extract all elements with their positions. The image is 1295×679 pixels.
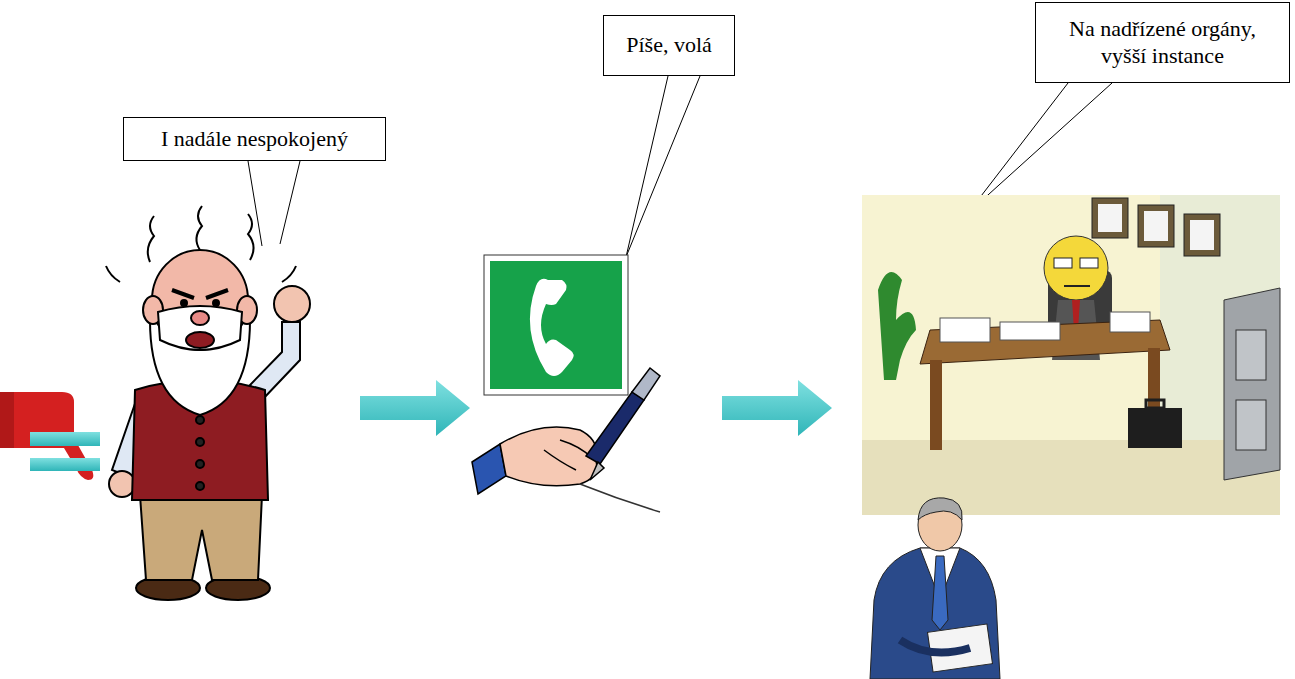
businessman-figure-part — [918, 498, 962, 520]
angry-man-figure-part — [140, 495, 262, 580]
angry-man-figure-part — [248, 214, 254, 260]
callout-box: I nadále nespokojený — [123, 117, 386, 161]
equals-sign-part — [30, 432, 100, 446]
office-scene-part — [1080, 258, 1098, 268]
angry-man-figure-part — [213, 300, 219, 306]
angry-man-figure-part — [196, 482, 204, 490]
flow-arrow-part — [360, 380, 470, 436]
office-scene-part — [1128, 408, 1182, 448]
callout-pointer-part — [626, 76, 668, 257]
flow-arrow — [722, 380, 832, 436]
angry-man-figure-part — [148, 216, 154, 262]
callout-pointer-part — [968, 83, 1068, 213]
angry-man-figure-part — [196, 416, 204, 424]
businessman-figure-part — [932, 556, 948, 630]
office-scene-part — [1044, 236, 1108, 300]
office-scene-part — [1190, 220, 1214, 250]
angry-man-figure-part — [196, 206, 202, 250]
office-scene-part — [1146, 400, 1164, 408]
angry-man-figure-part — [191, 311, 209, 325]
angry-man-figure-part — [152, 250, 248, 350]
angry-man-figure-part — [274, 286, 310, 322]
office-scene-part — [862, 195, 1280, 515]
office-scene-part — [1064, 285, 1090, 287]
callout-pointer-part — [280, 161, 300, 244]
callout-pointer-part — [626, 76, 700, 257]
angry-man-figure-part — [109, 471, 135, 497]
writing-hand-icon-part — [544, 450, 576, 470]
angry-man-figure-part — [186, 332, 214, 348]
office-scene-part — [1054, 258, 1072, 268]
angry-man-figure-part — [196, 438, 204, 446]
writing-hand-icon-part — [632, 368, 660, 400]
callout-text: Na nadřízené orgány, vyšší instance — [1046, 16, 1279, 69]
flow-arrow-part — [722, 380, 832, 436]
office-scene-part — [1236, 400, 1266, 450]
office-scene-part — [1000, 322, 1060, 340]
angry-man-figure-part — [181, 300, 187, 306]
phone-sign-icon-part — [484, 255, 628, 395]
equals-sign — [30, 432, 100, 471]
phone-sign-icon-part — [490, 261, 622, 389]
office-scene-part — [930, 360, 942, 450]
businessman-figure-part — [870, 548, 1000, 679]
office-scene-part — [1144, 211, 1168, 241]
businessman-figure-part — [900, 640, 970, 653]
writing-hand-icon — [472, 368, 660, 512]
phone-sign-icon-part — [530, 279, 574, 376]
angry-man-figure-part — [158, 306, 242, 350]
angry-man-figure-part — [196, 460, 204, 468]
angry-man-figure-part — [106, 266, 120, 282]
flow-arrow — [360, 380, 470, 436]
office-scene-part — [1092, 198, 1128, 238]
office-scene-part — [1110, 312, 1150, 332]
angry-man-figure-part — [172, 290, 228, 298]
office-scene-part — [1236, 330, 1266, 380]
office-scene-part — [1138, 205, 1174, 247]
writing-hand-icon-part — [586, 392, 644, 464]
office-scene-part — [1224, 288, 1280, 480]
writing-hand-icon-part — [580, 484, 660, 512]
office-scene-part — [1098, 204, 1122, 232]
office-scene-part — [878, 272, 916, 380]
thumbs-down-icon-part — [0, 392, 14, 448]
callout-box: Na nadřízené orgány, vyšší instance — [1035, 2, 1290, 83]
office-scene-part — [1184, 214, 1220, 256]
callout-text: I nadále nespokojený — [161, 126, 348, 152]
office-scene — [862, 195, 1280, 515]
callout-text: Píše, volá — [626, 32, 712, 58]
writing-hand-icon-part — [500, 427, 597, 486]
phone-sign-icon — [484, 255, 628, 395]
businessman-figure — [870, 498, 1000, 679]
angry-man-figure — [106, 206, 310, 600]
callout-pointer-part — [248, 161, 262, 246]
angry-man-figure-part — [282, 266, 296, 282]
writing-hand-icon-part — [590, 462, 604, 480]
equals-sign-part — [30, 458, 100, 471]
office-scene-part — [940, 318, 990, 342]
callout-pointer-part — [968, 83, 1112, 213]
callout-box: Píše, volá — [603, 15, 735, 76]
